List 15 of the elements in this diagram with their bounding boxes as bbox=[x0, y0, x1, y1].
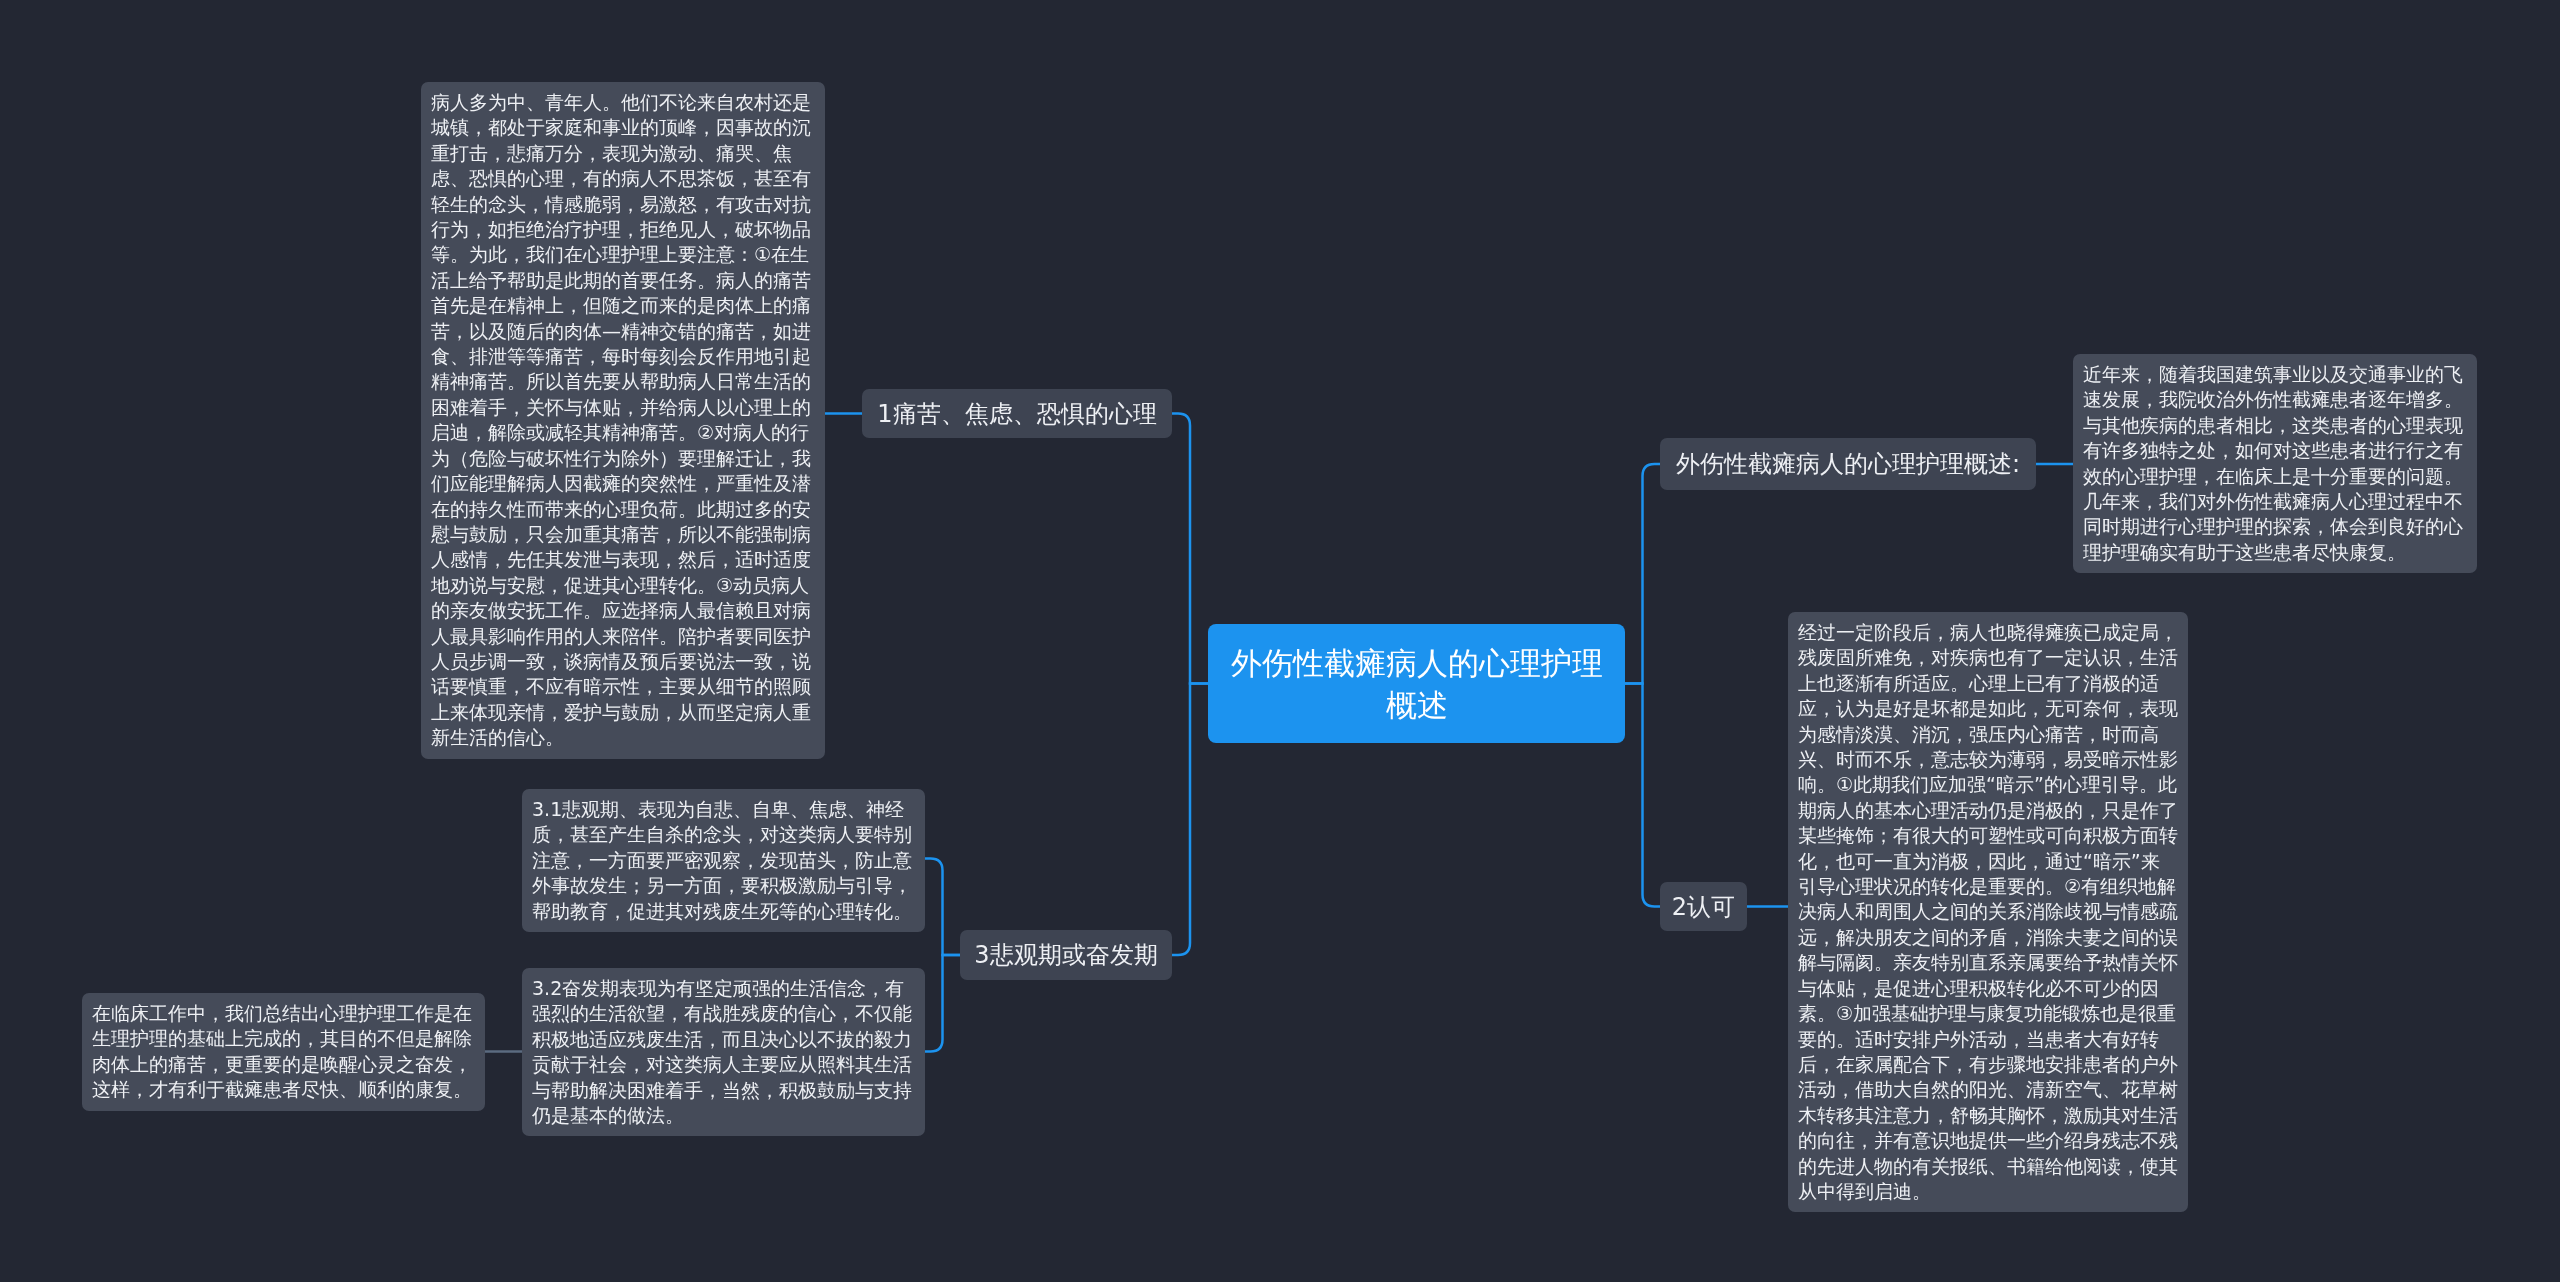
topic-box: 2认可 bbox=[1660, 882, 1747, 931]
text-card: 经过一定阶段后，病人也晓得瘫痪已成定局，残废固所难免，对疾病也有了一定认识，生活上也逐渐有所适应。心理上已有了消极的适应，认为是好是坏都是如此，无可奈何，表现为感情淡漠、消沉，强压内心痛苦，时而高兴、时而不乐，意志较为薄弱，易受暗示性影响。①此期我们应加强“暗示”的心理引导。此期病人的基本心理活动仍是消极的，只是作了某些掩饰；有很大的可塑性或可向积极方面转化，也可一直为消极，因此，通过“暗示”来引导心理状况的转化是重要的。②有组织地解决病人和周围人之间的关系消除歧视与情感疏远，解决朋友之间的矛盾，消除夫妻之间的误解与隔阂。亲友特别直系亲属要给予热情关怀与体贴，是促进心理积极转化必不可少的因素。③加强基础护理与康复功能锻炼也是很重要的。适时安排户外活动，当患者大有好转后，在家属配合下，有步骤地安排患者的户外活动，借助大自然的阳光、清新空气、花草树木转移其注意力，舒畅其胸怀，激励其对生活的向往，并有意识地提供一些介绍身残志不残的先进人物的有关报纸、书籍给他阅读，使其从中得到启迪。 bbox=[1788, 612, 2188, 1213]
text-card: 在临床工作中，我们总结出心理护理工作是在生理护理的基础上完成的，其目的不但是解除肉体上的痛苦，更重要的是唤醒心灵之奋发，这样，才有利于截瘫患者尽快、顺利的康复。 bbox=[82, 993, 485, 1111]
topic-box: 外伤性截瘫病人的心理护理概述: bbox=[1660, 438, 2036, 490]
connector-line bbox=[485, 1050, 522, 1053]
connector-line bbox=[2036, 462, 2073, 466]
connector-line bbox=[1747, 905, 1788, 908]
text-card: 病人多为中、青年人。他们不论来自农村还是城镇，都处于家庭和事业的顶峰，因事故的沉重打击，悲痛万分，表现为激动、痛哭、焦虑、恐惧的心理，有的病人不思茶饭，甚至有轻生的念头，情感脆弱，易激怒，有攻击对抗行为，如拒绝治疗护理，拒绝见人，破坏物品等。为此，我们在心理护理上要注意：①在生活上给予帮助是此期的首要任务。病人的痛苦首先是在精神上，但随之而来的是肉体上的痛苦，以及随后的肉体—精神交错的痛苦，如进食、排泄等等痛苦，每时每刻会反作用地引起精神痛苦。所以首先要从帮助病人日常生活的困难着手，关怀与体贴，并给病人以心理上的启迪，解除或减轻其精神痛苦。②对病人的行为（危险与破坏性行为除外）要理解迁让，我们应能理解病人因截瘫的突然性，严重性及潜在的持久性而带来的心理负荷。此期过多的安慰与鼓励，只会加重其痛苦，所以不能强制病人感情，先任其发泄与表现，然后，适时适度地劝说与安慰，促进其心理转化。③动员病人的亲友做安抚工作。应选择病人最信赖且对病人最具影响作用的人来陪伴。陪护者要同医护人员步调一致，谈病情及预后要说法一致，说话要慎重，不应有暗示性，主要从细节的照顾上来体现亲情，爱护与鼓励，从而坚定病人重新生活的信心。 bbox=[421, 82, 825, 759]
text-card: 3.2奋发期表现为有坚定顽强的生活信念，有强烈的生活欲望，有战胜残废的信心，不仅能积极地适应残废生活，而且决心以不拔的毅力贡献于社会，对这类病人主要应从照料其生活与帮助解决困难着手，当然，积极鼓励与支持仍是基本的做法。 bbox=[522, 968, 925, 1137]
topic-box: 3悲观期或奋发期 bbox=[960, 930, 1172, 980]
text-card: 近年来，随着我国建筑事业以及交通事业的飞速发展，我院收治外伤性截瘫患者逐年增多。与其他疾病的患者相比，这类患者的心理表现有许多独特之处，如何对这些患者进行行之有效的心理护理，在临床上是十分重要的问题。几年来，我们对外伤性截瘫病人心理过程中不同时期进行心理护理的探索，体会到良好的心理护理确实有助于这些患者尽快康复。 bbox=[2073, 354, 2477, 574]
central-topic-box: 外伤性截瘫病人的心理护理概述 bbox=[1208, 624, 1625, 743]
connector-line bbox=[825, 412, 862, 415]
text-card: 3.1悲观期、表现为自悲、自卑、焦虑、神经质，甚至产生自杀的念头，对这类病人要特别注意，一方面要严密观察，发现苗头，防止意外事故发生；另一方面，要积极激励与引导，帮助教育，促进其对残废生死等的心理转化。 bbox=[522, 789, 925, 933]
topic-box: 1痛苦、焦虑、恐惧的心理 bbox=[862, 389, 1172, 438]
